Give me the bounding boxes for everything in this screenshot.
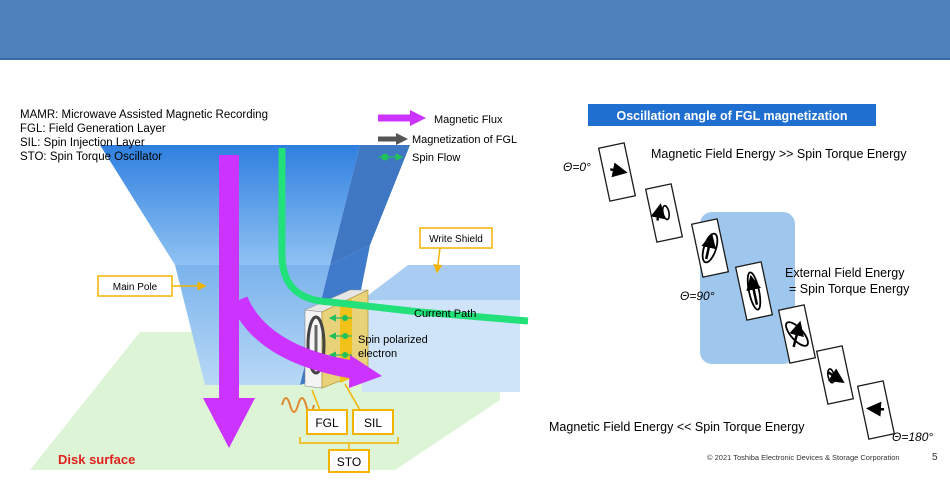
- current-path-label: Current Path: [414, 308, 476, 320]
- legend-flux-label: Magnetic Flux: [434, 114, 503, 126]
- sto-label: STO: [337, 455, 361, 469]
- flux-arrow-down-head: [203, 398, 255, 448]
- state-card-3: [690, 218, 730, 278]
- spin-flow-markers: [328, 314, 352, 359]
- main-pole-upper-side: [330, 145, 410, 265]
- mid-energy-text-2: = Spin Torque Energy: [789, 282, 910, 296]
- flux-arrow-curve: [230, 296, 357, 379]
- state-card-7: [856, 380, 896, 440]
- sil-pointer: [344, 383, 361, 411]
- write-shield-pointer: [433, 247, 443, 274]
- legend-spin-dot: [381, 153, 389, 161]
- mid-energy-text-1: External Field Energy: [785, 266, 905, 280]
- state-card-5: [777, 304, 817, 364]
- theta-90-label: Θ=90°: [680, 289, 715, 303]
- fgl-pointer: [311, 389, 321, 411]
- write-shield-top: [362, 265, 520, 300]
- state-card-4: [734, 261, 774, 321]
- theta-180-label: Θ=180°: [892, 430, 933, 444]
- current-path-line: [278, 148, 529, 325]
- write-shield-label: Write Shield: [429, 234, 483, 245]
- legend-fgl-label: Magnetization of FGL: [412, 134, 517, 146]
- definition-sto: STO: Spin Torque Oscillator: [20, 151, 162, 163]
- page-number: 5: [932, 452, 938, 463]
- definition-fgl: FGL: Field Generation Layer: [20, 123, 166, 135]
- spin-polarized-label: Spin polarized: [358, 334, 428, 346]
- write-shield-label-box: [419, 227, 493, 249]
- electron-label: electron: [358, 348, 397, 360]
- legend-flux-arrow-head: [410, 110, 426, 126]
- definition-sil: SIL: Spin Injection Layer: [20, 137, 145, 149]
- definition-mamr: MAMR: Microwave Assisted Magnetic Record…: [20, 109, 268, 121]
- legend-fgl-arrow-head: [396, 133, 408, 145]
- oscillation-title-box: [588, 104, 876, 126]
- sil-label: SIL: [364, 416, 382, 430]
- fgl-rotation-ellipse: [306, 315, 326, 375]
- arrow-legend: Magnetic Flux Magnetization of FGL Spin …: [378, 110, 517, 164]
- header-bar: [0, 0, 950, 60]
- state-card-1: [597, 142, 637, 202]
- sto-label-box: [328, 449, 370, 473]
- flux-arrow-down-shaft: [219, 155, 239, 400]
- theta-0-label: Θ=0°: [563, 160, 591, 174]
- legend-spin-label: Spin Flow: [412, 152, 460, 164]
- oscillation-title: Oscillation angle of FGL magnetization: [616, 109, 847, 123]
- sil-label-box: [352, 409, 394, 435]
- copyright-text: © 2021 Toshiba Electronic Devices & Stor…: [707, 453, 900, 462]
- top-energy-text: Magnetic Field Energy >> Spin Torque Ene…: [651, 147, 907, 161]
- disk-surface-label: Disk surface: [58, 452, 135, 467]
- bottom-energy-text: Magnetic Field Energy << Spin Torque Ene…: [549, 420, 805, 434]
- state-card-2: [644, 183, 684, 243]
- sto-bracket: [299, 437, 399, 450]
- flux-arrow-curve-head: [349, 355, 382, 388]
- write-shield-front: [362, 300, 520, 392]
- main-pole-label: Main Pole: [113, 282, 158, 293]
- fgl-label: FGL: [315, 416, 339, 430]
- fgl-label-box: [306, 409, 348, 435]
- state-card-6: [815, 345, 855, 405]
